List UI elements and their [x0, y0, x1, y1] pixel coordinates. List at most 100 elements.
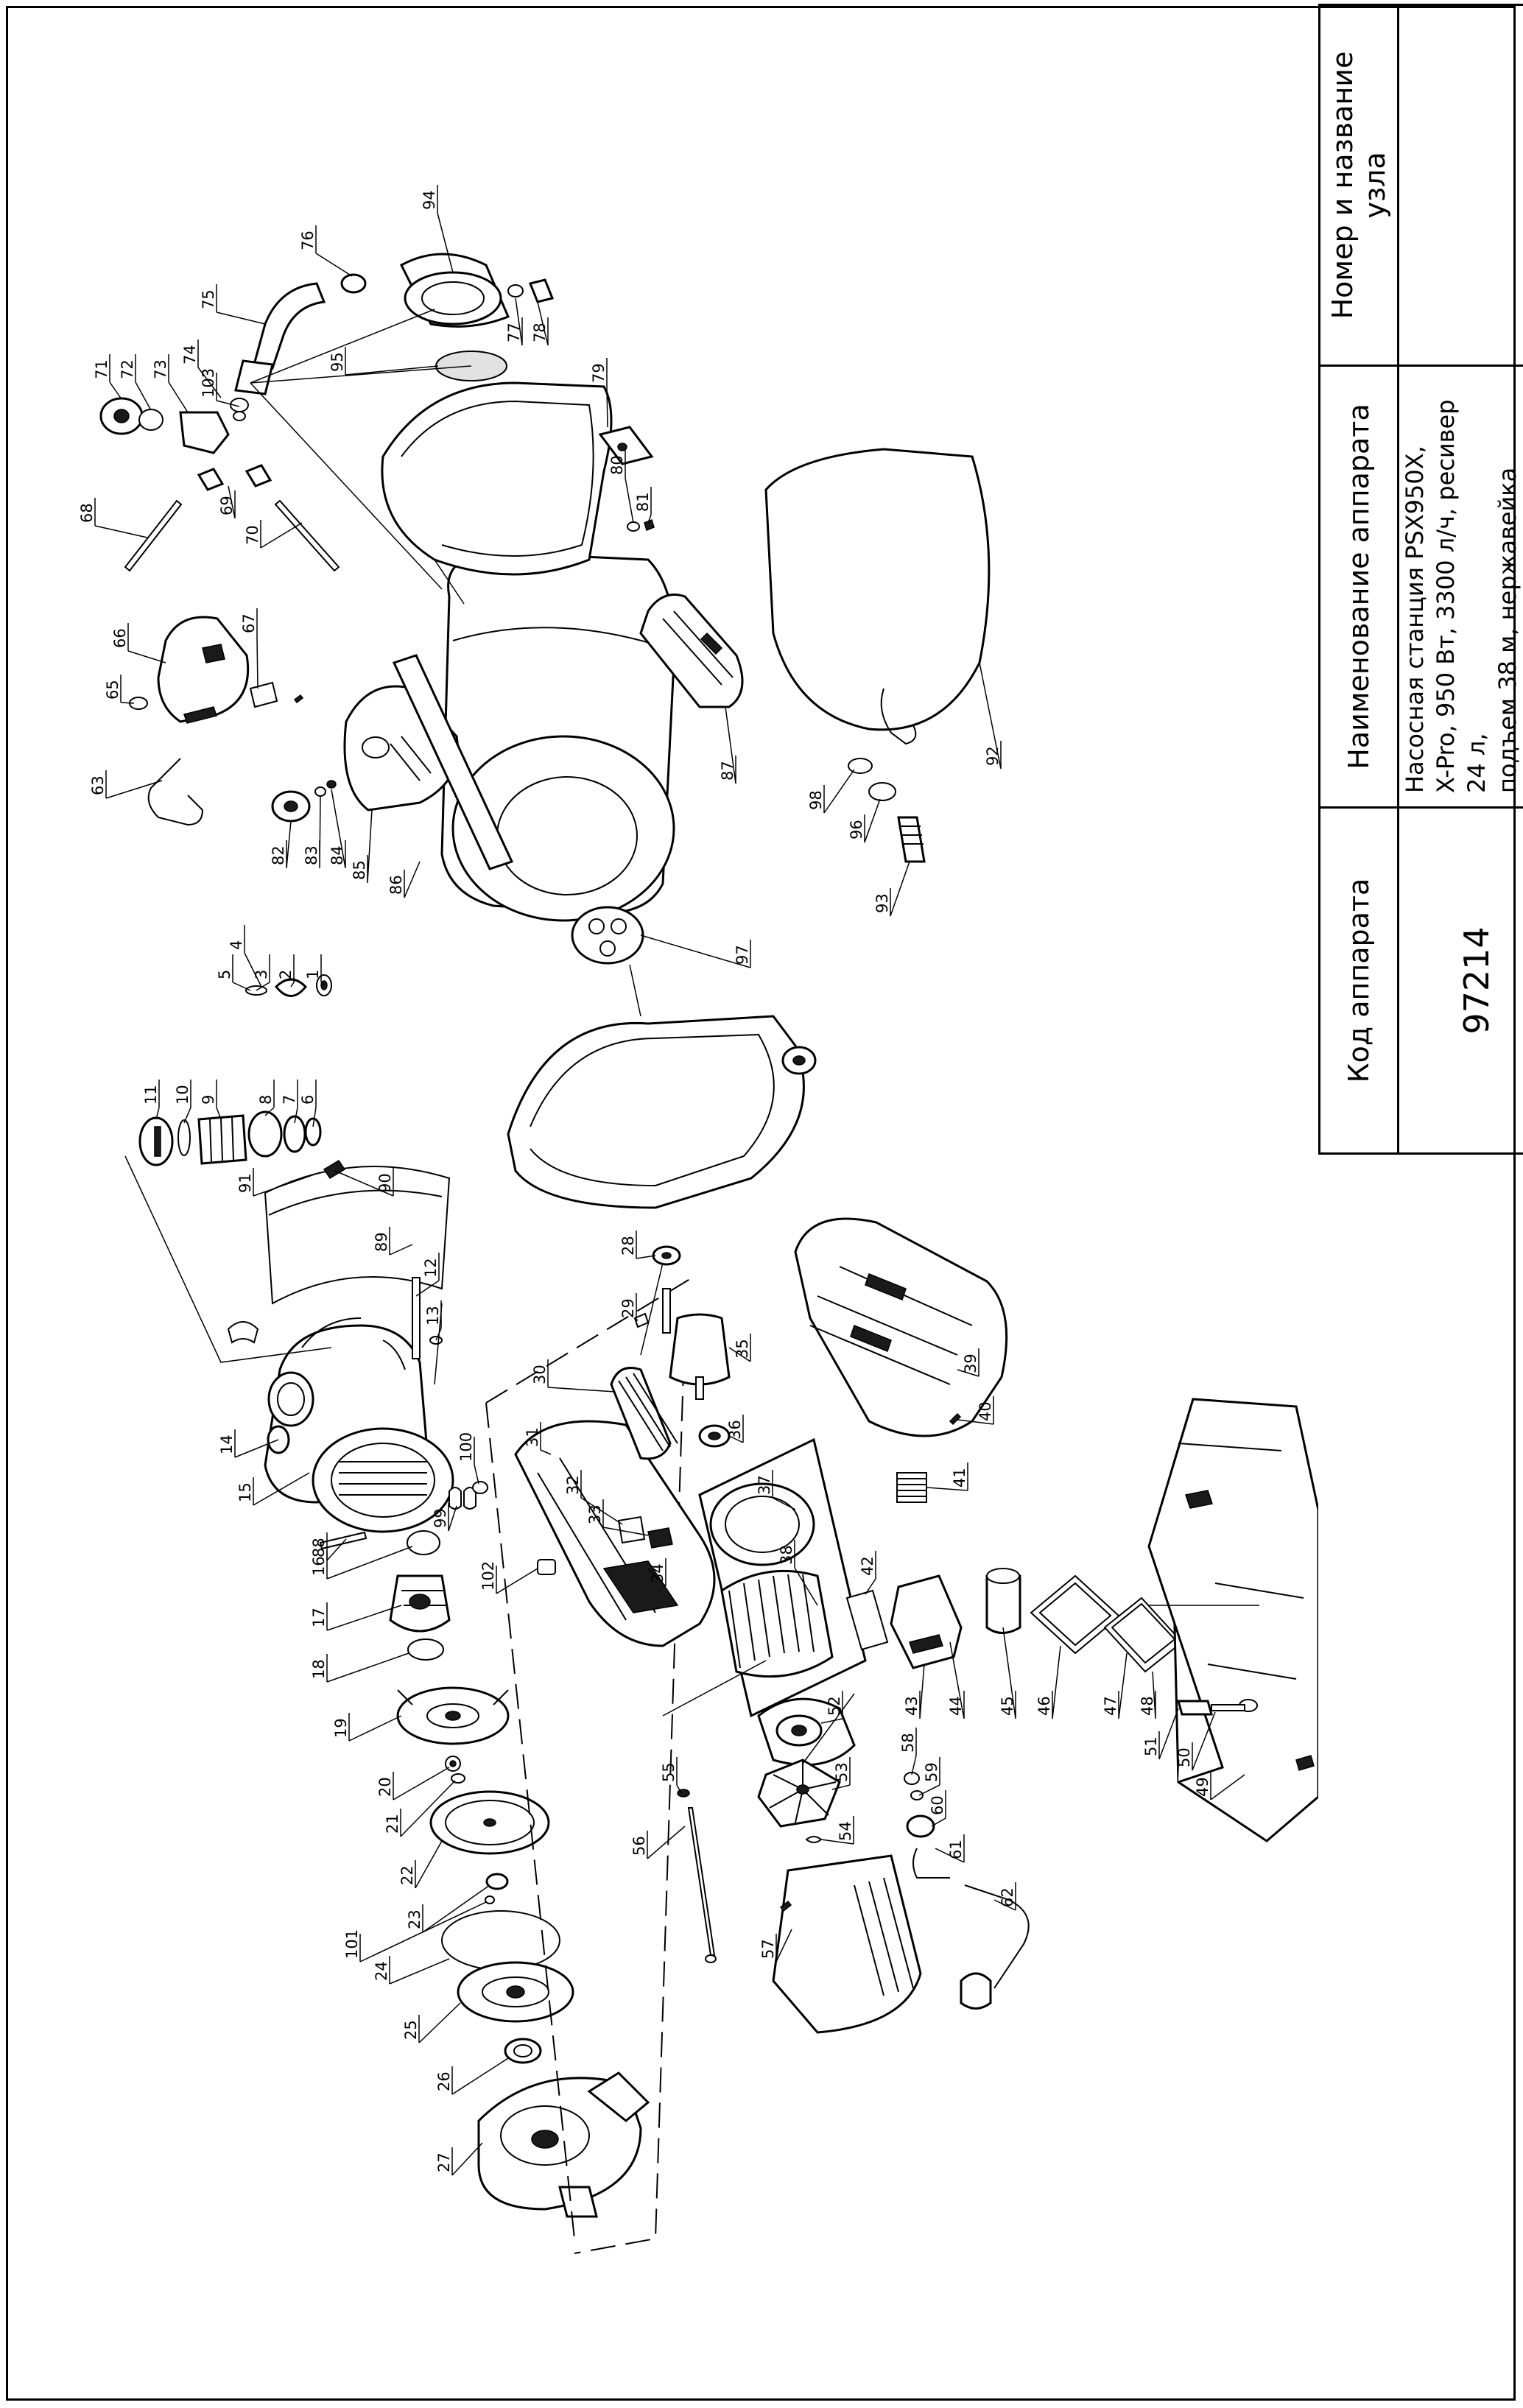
part-label-70: 70 [244, 520, 303, 549]
leader-line-57 [775, 1929, 792, 1962]
part-label-93: 93 [873, 861, 910, 917]
leader-line-29 [636, 1293, 639, 1322]
leader-line-90 [334, 1168, 394, 1197]
device-name-line-1: Насосная станция PSX950X, [1401, 446, 1429, 793]
leader-line-103 [216, 373, 240, 407]
part-label-82: 82 [270, 820, 292, 869]
part-number-54: 54 [837, 1821, 854, 1841]
leader-line-22 [415, 1840, 443, 1889]
leader-line-95 [345, 347, 439, 376]
leader-line-59 [918, 1757, 940, 1796]
leader-line-94 [437, 185, 454, 273]
part-number-47: 47 [1102, 1696, 1119, 1716]
part-number-23: 23 [406, 1909, 423, 1929]
part-number-37: 37 [756, 1475, 773, 1495]
part-label-46: 46 [1035, 1645, 1061, 1719]
part-label-55: 55 [660, 1757, 682, 1794]
leader-line-68 [94, 498, 148, 538]
part-label-97: 97 [640, 934, 751, 968]
part-number-63: 63 [89, 775, 107, 795]
part-label-36: 36 [726, 1415, 744, 1443]
leader-line-76 [315, 225, 353, 277]
part-number-35: 35 [734, 1339, 751, 1359]
part-label-5: 5 [216, 954, 251, 991]
leader-line-13 [435, 1300, 442, 1341]
part-label-90: 90 [334, 1168, 394, 1197]
tank-group [99, 253, 991, 1209]
part-label-60: 60 [929, 1790, 946, 1827]
leader-line-60 [931, 1790, 946, 1827]
leader-line-6 [312, 1080, 317, 1127]
part-label-86: 86 [387, 861, 421, 898]
part-label-66: 66 [111, 623, 166, 663]
part-label-37: 37 [756, 1470, 796, 1510]
part-number-2: 2 [277, 970, 295, 979]
part-number-19: 19 [332, 1718, 350, 1738]
part-label-80: 80 [608, 450, 634, 524]
leader-line-3 [256, 954, 270, 991]
title-block-wrapper: Код аппарата Наименование аппарата Номер… [1318, 4, 1523, 1155]
part-number-91: 91 [236, 1173, 254, 1193]
part-label-49: 49 [1194, 1772, 1245, 1800]
part-number-21: 21 [384, 1814, 401, 1834]
leader-line-34 [647, 1558, 666, 1587]
part-number-82: 82 [270, 845, 287, 865]
part-number-6: 6 [299, 1095, 317, 1105]
part-label-101: 101 [343, 1901, 487, 1962]
leader-line-63 [105, 770, 163, 799]
leader-line-98 [823, 769, 855, 814]
part-number-68: 68 [78, 503, 96, 523]
part-number-103: 103 [200, 368, 217, 398]
leader-line-58 [911, 1728, 917, 1775]
leader-line-46 [1052, 1645, 1061, 1719]
part-number-77: 77 [505, 323, 523, 342]
part-label-63: 63 [89, 770, 163, 799]
part-label-26: 26 [435, 2057, 509, 2095]
part-label-51: 51 [1142, 1708, 1179, 1760]
part-number-27: 27 [435, 2152, 453, 2172]
leader-line-65 [120, 675, 135, 704]
leader-line-99 [448, 1503, 457, 1532]
part-label-9: 9 [200, 1080, 222, 1120]
leader-line-28 [636, 1231, 656, 1259]
part-number-42: 42 [859, 1556, 876, 1576]
part-number-100: 100 [457, 1432, 475, 1462]
leader-line-14 [234, 1429, 279, 1458]
part-number-80: 80 [608, 455, 626, 475]
part-number-10: 10 [174, 1085, 191, 1105]
part-label-23: 23 [406, 1884, 490, 1933]
part-label-78: 78 [531, 301, 549, 346]
part-number-44: 44 [947, 1696, 965, 1716]
leader-line-33 [602, 1499, 649, 1536]
part-number-89: 89 [373, 1232, 390, 1252]
part-number-102: 102 [479, 1561, 497, 1591]
leader-line-12 [415, 1253, 440, 1297]
part-number-61: 61 [947, 1840, 965, 1859]
part-label-40: 40 [957, 1396, 994, 1425]
part-number-69: 69 [218, 496, 236, 515]
part-label-29: 29 [619, 1293, 639, 1322]
leader-line-53 [831, 1757, 851, 1790]
leader-line-52 [820, 1691, 843, 1724]
leader-line-21 [400, 1780, 456, 1837]
part-label-92: 92 [979, 662, 1002, 770]
part-number-87: 87 [719, 761, 736, 781]
part-label-84: 84 [328, 789, 346, 869]
part-label-18: 18 [310, 1652, 409, 1683]
part-number-4: 4 [228, 940, 245, 950]
leader-line-81 [647, 487, 652, 524]
part-number-55: 55 [660, 1762, 678, 1782]
part-label-38: 38 [778, 1540, 818, 1606]
header-name: Наименование аппарата [1319, 365, 1399, 808]
part-number-90: 90 [376, 1173, 394, 1193]
part-number-30: 30 [531, 1365, 549, 1384]
device-name-line-3: подъем 38 м, нержавейка //Denzel [1494, 467, 1522, 793]
part-number-56: 56 [630, 1836, 648, 1856]
header-node: Номер и название узла [1319, 4, 1399, 366]
part-number-71: 71 [93, 359, 110, 379]
device-name-line-2: X-Pro, 950 Вт, 3300 л/ч, ресивер 24 л, [1432, 399, 1491, 793]
part-label-6: 6 [299, 1080, 317, 1127]
part-number-39: 39 [962, 1353, 979, 1373]
leader-line-101 [359, 1901, 487, 1962]
leader-line-20 [393, 1767, 450, 1800]
